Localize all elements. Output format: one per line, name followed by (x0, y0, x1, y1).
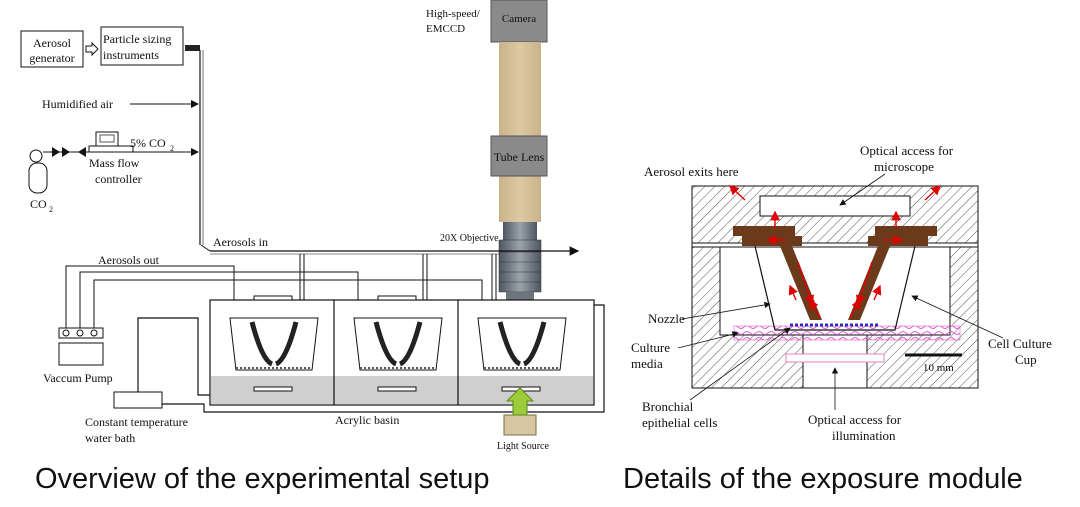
particle-sizing-box (100, 26, 184, 66)
nozzle-label: Nozzle (648, 311, 685, 326)
airflow-arrows (728, 185, 942, 319)
exposure-cup-1 (229, 295, 319, 392)
aerosol-generator-label-2: generator (29, 51, 74, 65)
culture-media-label-1: Culture (631, 340, 670, 355)
cell-culture-cup-label-1: Cell Culture (988, 336, 1052, 351)
outlet-fitting-icon (185, 45, 200, 51)
co2-tank-label-sub: 2 (49, 205, 53, 214)
aerosols-out-label: Aerosols out (98, 253, 160, 267)
light-source-label: Light Source (497, 441, 549, 452)
camera-type-label-1: High-speed/ (426, 8, 481, 20)
optical-illum-label-2: illumination (832, 428, 896, 443)
optical-microscope-label-1: Optical access for (860, 143, 954, 158)
co2-percent-sub: 2 (170, 144, 174, 153)
water-bath-label-1: Constant temperature (85, 415, 188, 429)
co2-tank-label: CO (30, 197, 47, 211)
water-bath-label-2: water bath (85, 431, 135, 445)
optical-tube (499, 42, 541, 222)
light-arrow-icon (505, 387, 535, 416)
aerosols-in-label: Aerosols in (213, 235, 268, 249)
co2-percent-label: 5% CO (130, 136, 166, 150)
scale-label: 10 mm (923, 362, 954, 374)
exposure-module-diagram: 10 mm Aerosol exits here Optical access … (623, 143, 1052, 495)
right-caption: Details of the exposure module (623, 463, 1023, 495)
humidified-air-label: Humidified air (42, 97, 113, 111)
bronchial-label-1: Bronchial (642, 399, 694, 414)
camera-body (490, 0, 548, 43)
aerosol-exits-label: Aerosol exits here (644, 164, 739, 179)
acrylic-basin-label: Acrylic basin (335, 413, 399, 427)
light-source-icon (503, 414, 537, 436)
optical-microscope-label-2: microscope (874, 159, 934, 174)
tube-lens-label: Tube Lens (494, 150, 545, 164)
exposure-cup-2 (353, 295, 443, 392)
inner-cavity (719, 246, 951, 336)
optical-illum-label-1: Optical access for (808, 412, 902, 427)
aerosol-generator-label-1: Aerosol (33, 36, 72, 50)
camera-label: Camera (502, 13, 536, 25)
bronchial-label-2: epithelial cells (642, 415, 717, 430)
co2-tank-icon (28, 162, 48, 194)
water-bath-icon (113, 391, 163, 409)
top-window (759, 195, 911, 217)
aerosols-out-lines (65, 265, 483, 328)
overview-diagram: Aerosol generator Particle sizing instru… (20, 0, 605, 495)
mfc-label-1: Mass flow (89, 156, 140, 170)
vacuum-pump-label: Vaccum Pump (43, 371, 113, 385)
cell-culture-cup (754, 245, 916, 331)
camera-type-label-2: EMCCD (426, 23, 465, 35)
water-lines (137, 304, 605, 413)
vacuum-pump-icon (58, 342, 104, 366)
objective-label: 20X Objective (440, 233, 499, 244)
culture-media-label-2: media (631, 356, 663, 371)
left-caption: Overview of the experimental setup (35, 463, 490, 495)
culture-media-layer (733, 325, 961, 341)
cell-culture-cup-label-2: Cup (1015, 352, 1037, 367)
check-valve-icon (52, 147, 60, 157)
valve-icon (78, 147, 86, 157)
pressure-gauge-icon (29, 149, 43, 163)
tube-lens-housing (490, 135, 548, 177)
objective-icon (503, 222, 537, 240)
mfc-label-2: controller (95, 172, 142, 186)
particle-sizing-label-2: instruments (103, 48, 159, 62)
aerosol-generator-box (20, 30, 84, 68)
particle-sizing-label-1: Particle sizing (103, 32, 171, 46)
flow-arrow-icon (85, 41, 99, 57)
